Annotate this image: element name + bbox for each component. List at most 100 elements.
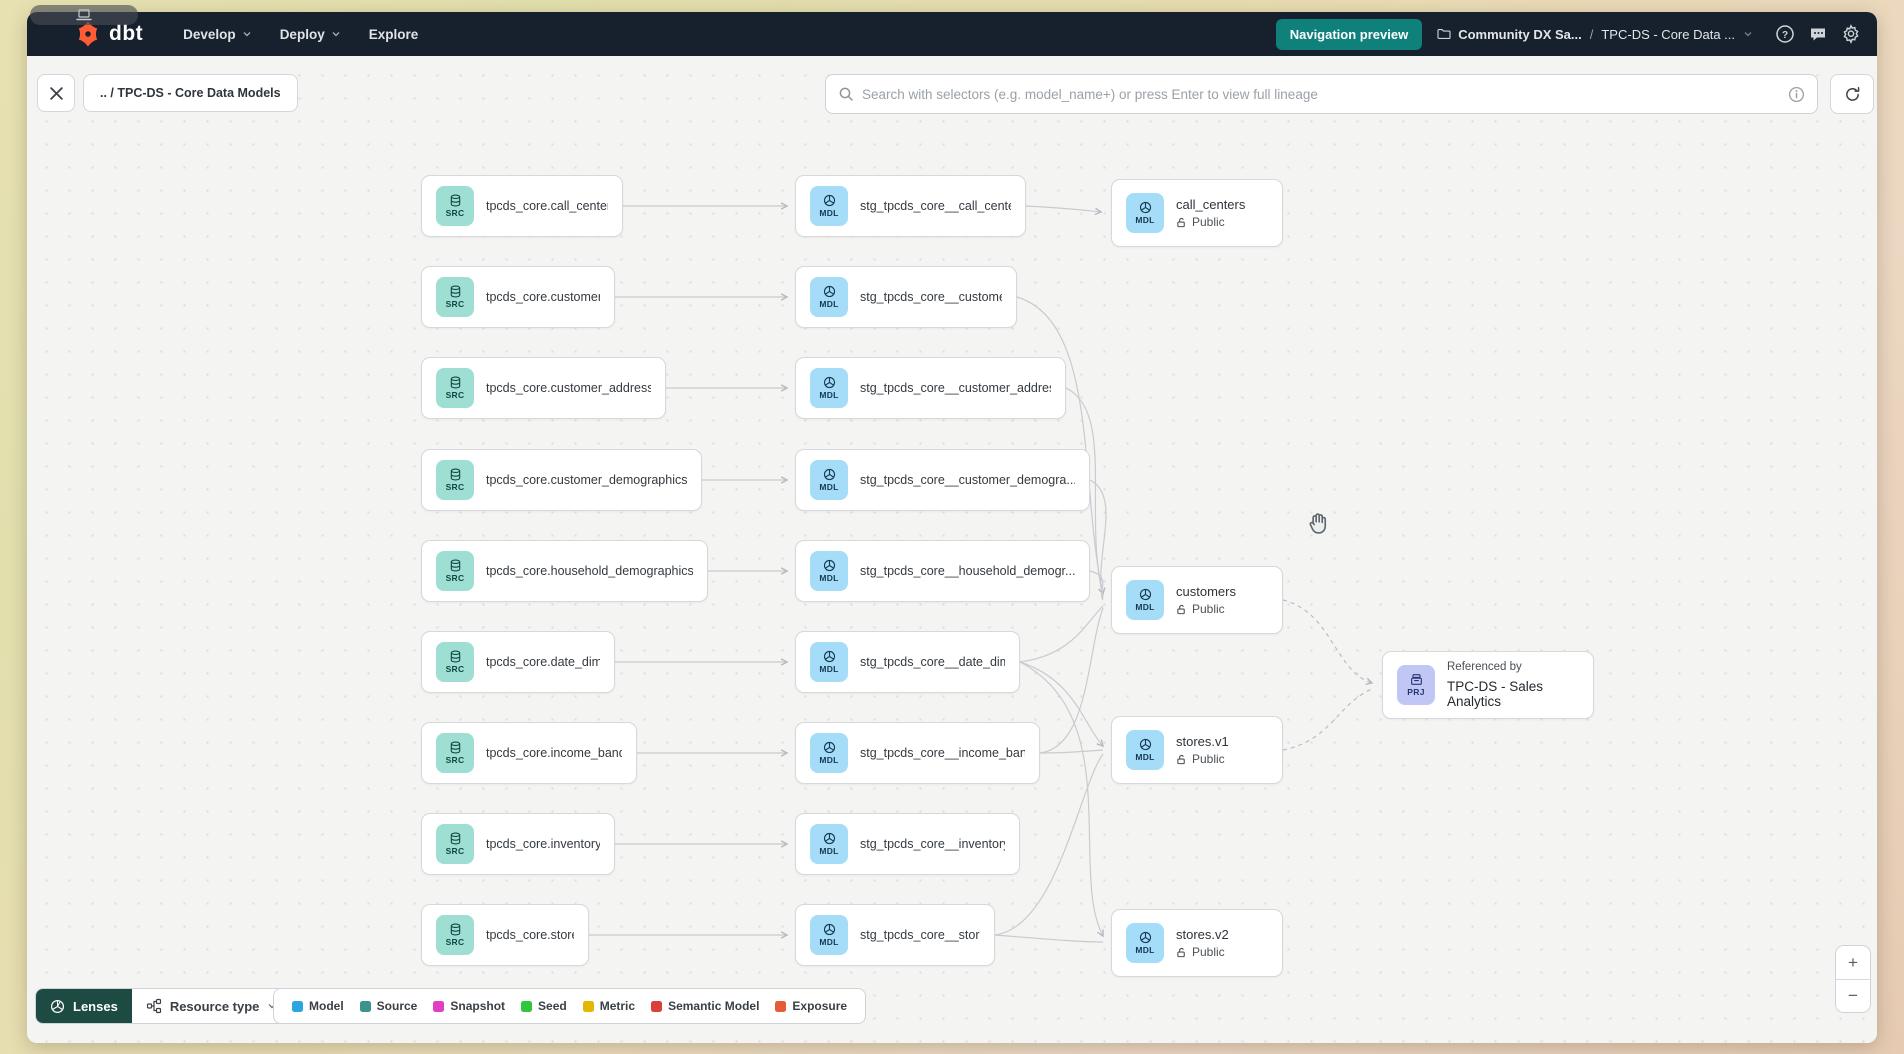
source-node[interactable]: SRC tpcds_core.call_center xyxy=(421,175,623,237)
search-input[interactable] xyxy=(862,86,1788,102)
cube-icon xyxy=(823,194,835,207)
source-node[interactable]: SRC tpcds_core.income_band xyxy=(421,722,637,784)
cube-icon xyxy=(1139,738,1151,751)
database-icon xyxy=(450,741,460,754)
database-icon xyxy=(450,650,460,663)
breadcrumb-separator: / xyxy=(1589,26,1594,42)
public-model-node[interactable]: MDL stores.v1 Public xyxy=(1111,716,1283,784)
info-icon[interactable] xyxy=(1788,86,1805,103)
refresh-lineage-button[interactable] xyxy=(1830,74,1874,114)
resource-type-icon xyxy=(146,998,161,1014)
model-node[interactable]: MDL stg_tpcds_core__date_dim xyxy=(795,631,1020,693)
lineage-edges xyxy=(589,202,1374,943)
help-icon[interactable]: ? xyxy=(1775,24,1795,44)
legend-color-chip xyxy=(292,1000,303,1012)
public-model-node[interactable]: MDL customers Public xyxy=(1111,566,1283,634)
legend-color-chip xyxy=(775,1000,787,1012)
source-node[interactable]: SRC tpcds_core.household_demographics xyxy=(421,540,708,602)
lineage-breadcrumb[interactable]: .. / TPC-DS - Core Data Models xyxy=(83,74,298,112)
database-icon xyxy=(450,194,460,207)
cube-icon xyxy=(823,650,835,663)
source-node[interactable]: SRC tpcds_core.customer_demographics xyxy=(421,449,702,511)
breadcrumb-page[interactable]: TPC-DS - Core Data ... xyxy=(1601,26,1735,42)
navigation-preview-button[interactable]: Navigation preview xyxy=(1275,18,1423,50)
breadcrumb: Community DX Sa... / TPC-DS - Core Data … xyxy=(1436,26,1753,42)
cube-icon xyxy=(823,285,835,298)
public-model-node[interactable]: MDL stores.v2 Public xyxy=(1111,909,1283,977)
close-icon xyxy=(49,86,63,100)
legend-color-chip xyxy=(651,1000,663,1012)
close-lineage-button[interactable] xyxy=(37,74,75,112)
model-badge: MDL xyxy=(1126,580,1164,620)
source-node[interactable]: SRC tpcds_core.customer_address xyxy=(421,357,666,419)
chevron-down-icon xyxy=(243,32,251,37)
source-badge: SRC xyxy=(436,186,474,226)
unlock-icon xyxy=(1177,947,1185,957)
model-badge: MDL xyxy=(810,460,848,500)
cube-icon xyxy=(823,376,835,389)
dbt-logo-text: dbt xyxy=(109,22,144,45)
model-node[interactable]: MDL stg_tpcds_core__store xyxy=(795,904,995,966)
legend-item: Exposure xyxy=(775,999,847,1013)
legend-item: Snapshot xyxy=(433,999,505,1013)
model-badge: MDL xyxy=(810,551,848,591)
model-badge: MDL xyxy=(810,186,848,226)
model-node[interactable]: MDL stg_tpcds_core__customer_demogra... xyxy=(795,449,1090,511)
cube-icon xyxy=(823,741,835,754)
model-badge: MDL xyxy=(810,642,848,682)
model-node[interactable]: MDL stg_tpcds_core__call_center xyxy=(795,175,1026,237)
model-node[interactable]: MDL stg_tpcds_core__customer xyxy=(795,266,1017,328)
cube-icon xyxy=(1139,931,1151,944)
lineage-canvas[interactable]: .. / TPC-DS - Core Data Models SRC tpcds… xyxy=(27,56,1877,1043)
source-node[interactable]: SRC tpcds_core.store xyxy=(421,904,589,966)
source-badge: SRC xyxy=(436,368,474,408)
source-badge: SRC xyxy=(436,277,474,317)
lenses-button[interactable]: Lenses xyxy=(36,989,132,1023)
lens-controls: Lenses Resource type xyxy=(35,988,293,1024)
resource-type-dropdown[interactable]: Resource type xyxy=(131,989,292,1023)
app-window: dbt Develop Deploy Explore Navigation pr… xyxy=(27,12,1877,1043)
public-model-node[interactable]: MDL call_centers Public xyxy=(1111,179,1283,247)
chevron-down-icon[interactable] xyxy=(1743,29,1753,39)
source-node[interactable]: SRC tpcds_core.inventory xyxy=(421,813,615,875)
source-badge: SRC xyxy=(436,460,474,500)
legend-color-chip xyxy=(359,1000,371,1012)
lineage-search xyxy=(825,74,1818,114)
legend-item: Source xyxy=(359,999,417,1013)
database-icon xyxy=(450,468,460,481)
model-node[interactable]: MDL stg_tpcds_core__household_demogr... xyxy=(795,540,1090,602)
database-icon xyxy=(450,832,460,845)
menu-develop[interactable]: Develop xyxy=(169,12,266,56)
folder-icon xyxy=(1437,29,1451,39)
legend-color-chip xyxy=(582,1000,594,1012)
breadcrumb-project[interactable]: Community DX Sa... xyxy=(1436,26,1582,42)
source-node[interactable]: SRC tpcds_core.date_dim xyxy=(421,631,615,693)
zoom-controls: + − xyxy=(1835,945,1871,1013)
database-icon xyxy=(450,376,460,389)
search-icon xyxy=(839,87,853,101)
model-badge: MDL xyxy=(810,277,848,317)
source-badge: SRC xyxy=(436,642,474,682)
zoom-in-button[interactable]: + xyxy=(1836,946,1870,979)
feedback-icon[interactable] xyxy=(1808,24,1828,44)
model-node[interactable]: MDL stg_tpcds_core__income_band xyxy=(795,722,1040,784)
zoom-out-button[interactable]: − xyxy=(1836,979,1870,1012)
project-node[interactable]: PRJ Referenced by TPC-DS - Sales Analyti… xyxy=(1382,651,1594,719)
dbt-logo[interactable]: dbt xyxy=(73,19,143,49)
source-badge: SRC xyxy=(436,824,474,864)
source-node[interactable]: SRC tpcds_core.customer xyxy=(421,266,615,328)
cube-icon xyxy=(1139,588,1151,601)
cube-icon xyxy=(1139,201,1151,214)
model-node[interactable]: MDL stg_tpcds_core__inventory xyxy=(795,813,1020,875)
model-badge: MDL xyxy=(1126,923,1164,963)
cube-icon xyxy=(823,923,835,936)
gear-icon[interactable] xyxy=(1841,24,1861,44)
legend-item: Seed xyxy=(521,999,567,1013)
unlock-icon xyxy=(1177,604,1185,614)
legend-item: Metric xyxy=(582,999,635,1013)
menu-explore[interactable]: Explore xyxy=(368,26,419,42)
menu-deploy[interactable]: Deploy xyxy=(266,12,355,56)
lens-icon xyxy=(50,999,65,1013)
